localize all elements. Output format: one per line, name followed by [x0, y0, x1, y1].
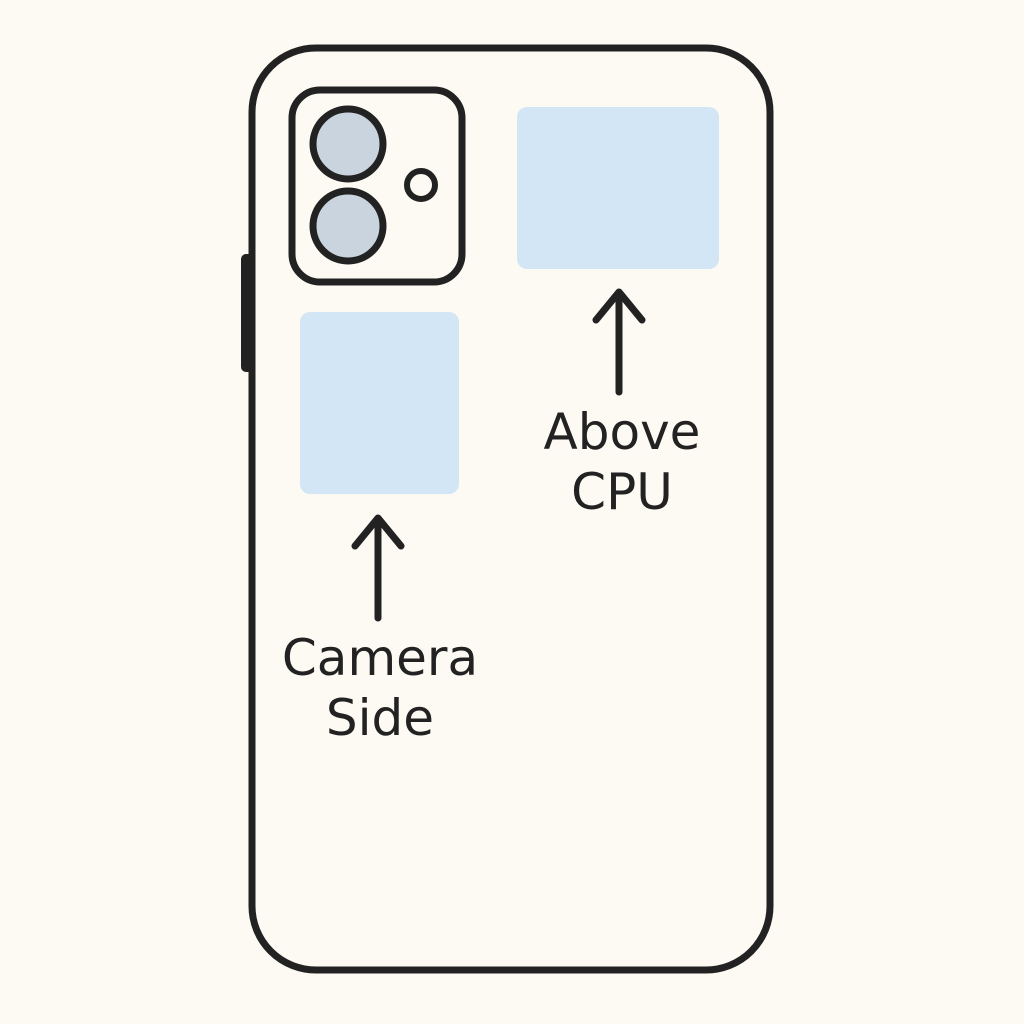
label-above-cpu-line1: Above — [543, 403, 701, 461]
label-camera-side-line2: Side — [325, 689, 435, 747]
label-above-cpu-line2: CPU — [571, 463, 673, 521]
label-camera-side: Camera Side — [250, 628, 510, 748]
camera-lens-bottom — [309, 187, 387, 265]
label-camera-side-line1: Camera — [281, 629, 479, 687]
zone-camera-side — [300, 312, 459, 494]
zone-above-cpu — [517, 107, 719, 269]
arrow-up-icon — [351, 514, 405, 622]
flash-icon — [404, 168, 438, 202]
camera-module-housing — [288, 86, 466, 286]
label-above-cpu: Above CPU — [492, 402, 752, 522]
camera-lens-top — [309, 105, 387, 183]
arrow-up-icon — [592, 288, 646, 396]
camera-module-icon — [288, 86, 466, 286]
